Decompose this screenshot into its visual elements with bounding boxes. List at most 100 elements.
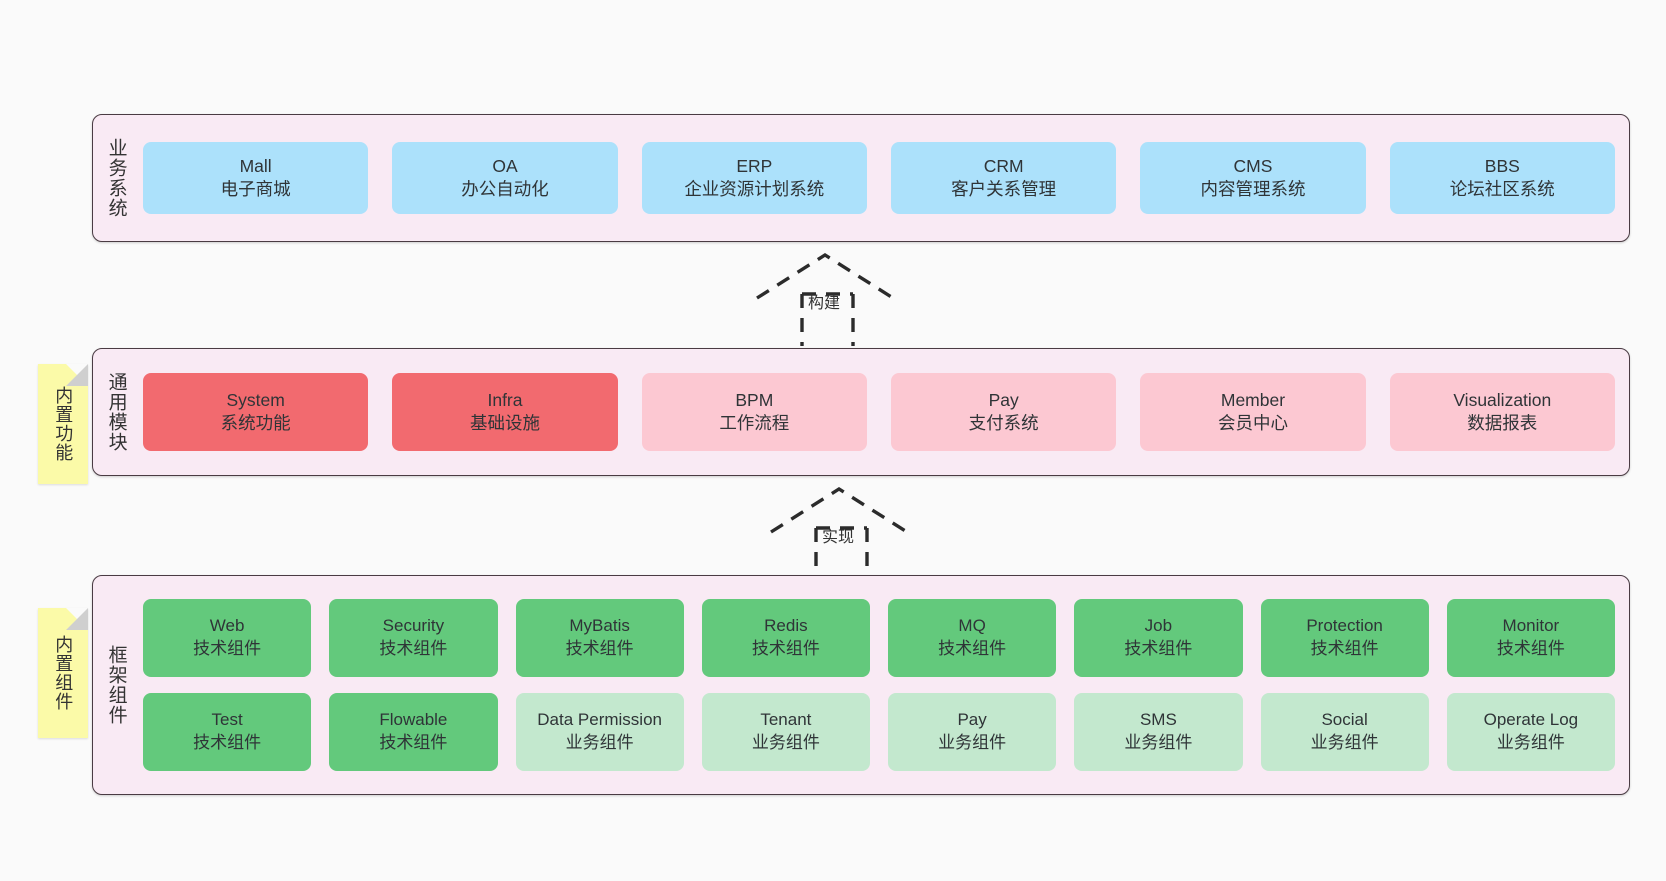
card-title: Tenant bbox=[760, 710, 812, 730]
card-crm[interactable]: CRM 客户关系管理 bbox=[890, 142, 1117, 214]
card-bpm[interactable]: BPM 工作流程 bbox=[641, 373, 867, 451]
card-title: MyBatis bbox=[569, 616, 630, 636]
card-data-permission[interactable]: Data Permission 业务组件 bbox=[515, 693, 684, 771]
card-title: System bbox=[226, 389, 285, 410]
business-row: Mall 电子商城 OA 办公自动化 ERP 企业资源计划系统 CRM 客户关系… bbox=[143, 142, 1615, 214]
card-title: Operate Log bbox=[1483, 710, 1579, 730]
card-subtitle: 技术组件 bbox=[379, 639, 448, 658]
card-social[interactable]: Social 业务组件 bbox=[1260, 693, 1429, 771]
card-title: Visualization bbox=[1453, 389, 1552, 410]
card-title: ERP bbox=[736, 155, 773, 176]
framework-row-tech: Web 技术组件 Security 技术组件 MyBatis 技术组件 Redi… bbox=[143, 599, 1615, 677]
card-subtitle: 技术组件 bbox=[751, 639, 820, 658]
layer-framework-label: 框架组件 bbox=[105, 645, 127, 725]
card-oa[interactable]: OA 办公自动化 bbox=[392, 142, 618, 214]
layer-business-systems: 业务系统 Mall 电子商城 OA 办公自动化 ERP 企业资源计划系统 CRM… bbox=[92, 114, 1630, 242]
card-subtitle: 支付系统 bbox=[968, 413, 1039, 433]
card-title: Data Permission bbox=[537, 710, 662, 730]
card-redis[interactable]: Redis 技术组件 bbox=[701, 599, 870, 677]
card-job[interactable]: Job 技术组件 bbox=[1074, 599, 1243, 677]
card-subtitle: 技术组件 bbox=[1310, 639, 1379, 658]
card-subtitle: 内容管理系统 bbox=[1200, 179, 1306, 199]
card-subtitle: 技术组件 bbox=[565, 639, 634, 658]
card-title: Protection bbox=[1306, 616, 1383, 636]
card-flowable[interactable]: Flowable 技术组件 bbox=[329, 693, 498, 771]
modules-row: System 系统功能 Infra 基础设施 BPM 工作流程 Pay 支付系统… bbox=[143, 373, 1615, 451]
note-builtin-functions: 内置功能 bbox=[38, 364, 88, 484]
card-title: OA bbox=[492, 155, 518, 176]
card-title: Infra bbox=[487, 389, 523, 410]
card-title: Redis bbox=[764, 616, 808, 636]
note-fold-icon bbox=[66, 364, 88, 386]
card-subtitle: 技术组件 bbox=[379, 733, 448, 752]
card-sms[interactable]: SMS 业务组件 bbox=[1074, 693, 1243, 771]
card-mq[interactable]: MQ 技术组件 bbox=[888, 599, 1057, 677]
arrow-build-icon bbox=[756, 252, 894, 346]
layer-business-body: Mall 电子商城 OA 办公自动化 ERP 企业资源计划系统 CRM 客户关系… bbox=[139, 115, 1629, 241]
note-fold-icon bbox=[66, 608, 88, 630]
card-pay-component[interactable]: Pay 业务组件 bbox=[888, 693, 1057, 771]
card-subtitle: 业务组件 bbox=[751, 733, 820, 752]
card-operate-log[interactable]: Operate Log 业务组件 bbox=[1446, 693, 1615, 771]
card-subtitle: 企业资源计划系统 bbox=[684, 179, 825, 199]
layer-common-modules: 通用模块 System 系统功能 Infra 基础设施 BPM 工作流程 Pay… bbox=[92, 348, 1630, 476]
card-subtitle: 客户关系管理 bbox=[951, 179, 1057, 199]
note-label: 内置组件 bbox=[53, 635, 74, 711]
card-security[interactable]: Security 技术组件 bbox=[329, 599, 498, 677]
card-title: CRM bbox=[983, 155, 1024, 176]
layer-modules-label: 通用模块 bbox=[105, 372, 127, 452]
card-title: BPM bbox=[735, 389, 774, 410]
arrow-implement-icon bbox=[770, 486, 908, 580]
card-subtitle: 业务组件 bbox=[1310, 733, 1379, 752]
card-subtitle: 会员中心 bbox=[1217, 413, 1288, 433]
arrow-implement-label: 实现 bbox=[822, 529, 855, 546]
card-test[interactable]: Test 技术组件 bbox=[143, 693, 312, 771]
layer-modules-body: System 系统功能 Infra 基础设施 BPM 工作流程 Pay 支付系统… bbox=[139, 349, 1629, 475]
card-cms[interactable]: CMS 内容管理系统 bbox=[1140, 142, 1366, 214]
card-subtitle: 业务组件 bbox=[1496, 733, 1565, 752]
card-subtitle: 论坛社区系统 bbox=[1449, 179, 1555, 199]
card-tenant[interactable]: Tenant 业务组件 bbox=[701, 693, 870, 771]
layer-framework-components: 框架组件 Web 技术组件 Security 技术组件 MyBatis 技术组件… bbox=[92, 575, 1630, 795]
card-title: Job bbox=[1144, 616, 1173, 636]
card-title: SMS bbox=[1139, 710, 1177, 730]
card-title: Mall bbox=[239, 155, 272, 176]
card-subtitle: 技术组件 bbox=[1124, 639, 1193, 658]
card-title: Web bbox=[209, 616, 245, 636]
card-subtitle: 电子商城 bbox=[220, 179, 291, 199]
card-subtitle: 技术组件 bbox=[1496, 639, 1565, 658]
card-mybatis[interactable]: MyBatis 技术组件 bbox=[515, 599, 684, 677]
card-subtitle: 技术组件 bbox=[193, 733, 262, 752]
card-title: Monitor bbox=[1502, 616, 1560, 636]
card-title: Security bbox=[382, 616, 445, 636]
card-member[interactable]: Member 会员中心 bbox=[1140, 373, 1366, 451]
card-title: Test bbox=[211, 710, 243, 730]
card-title: Pay bbox=[988, 389, 1019, 410]
card-protection[interactable]: Protection 技术组件 bbox=[1260, 599, 1429, 677]
card-erp[interactable]: ERP 企业资源计划系统 bbox=[641, 142, 867, 214]
card-title: Member bbox=[1220, 389, 1286, 410]
note-label: 内置功能 bbox=[53, 386, 74, 462]
card-subtitle: 业务组件 bbox=[938, 733, 1007, 752]
arrow-implement: 实现 bbox=[758, 484, 938, 580]
card-subtitle: 业务组件 bbox=[1124, 733, 1193, 752]
layer-business-label: 业务系统 bbox=[105, 138, 127, 218]
card-pay-module[interactable]: Pay 支付系统 bbox=[890, 373, 1117, 451]
card-system[interactable]: System 系统功能 bbox=[143, 373, 369, 451]
framework-row-business: Test 技术组件 Flowable 技术组件 Data Permission … bbox=[143, 693, 1615, 771]
card-title: MQ bbox=[958, 616, 986, 636]
card-subtitle: 数据报表 bbox=[1467, 413, 1538, 433]
card-web[interactable]: Web 技术组件 bbox=[143, 599, 312, 677]
card-monitor[interactable]: Monitor 技术组件 bbox=[1446, 599, 1615, 677]
card-infra[interactable]: Infra 基础设施 bbox=[392, 373, 618, 451]
card-subtitle: 技术组件 bbox=[193, 639, 262, 658]
card-bbs[interactable]: BBS 论坛社区系统 bbox=[1389, 142, 1615, 214]
card-subtitle: 办公自动化 bbox=[461, 179, 549, 199]
card-title: Social bbox=[1321, 710, 1368, 730]
card-title: Pay bbox=[957, 710, 987, 730]
card-subtitle: 技术组件 bbox=[938, 639, 1007, 658]
card-mall[interactable]: Mall 电子商城 bbox=[143, 142, 369, 214]
card-visualization[interactable]: Visualization 数据报表 bbox=[1389, 373, 1615, 451]
card-subtitle: 系统功能 bbox=[220, 413, 291, 433]
card-subtitle: 工作流程 bbox=[719, 413, 790, 433]
